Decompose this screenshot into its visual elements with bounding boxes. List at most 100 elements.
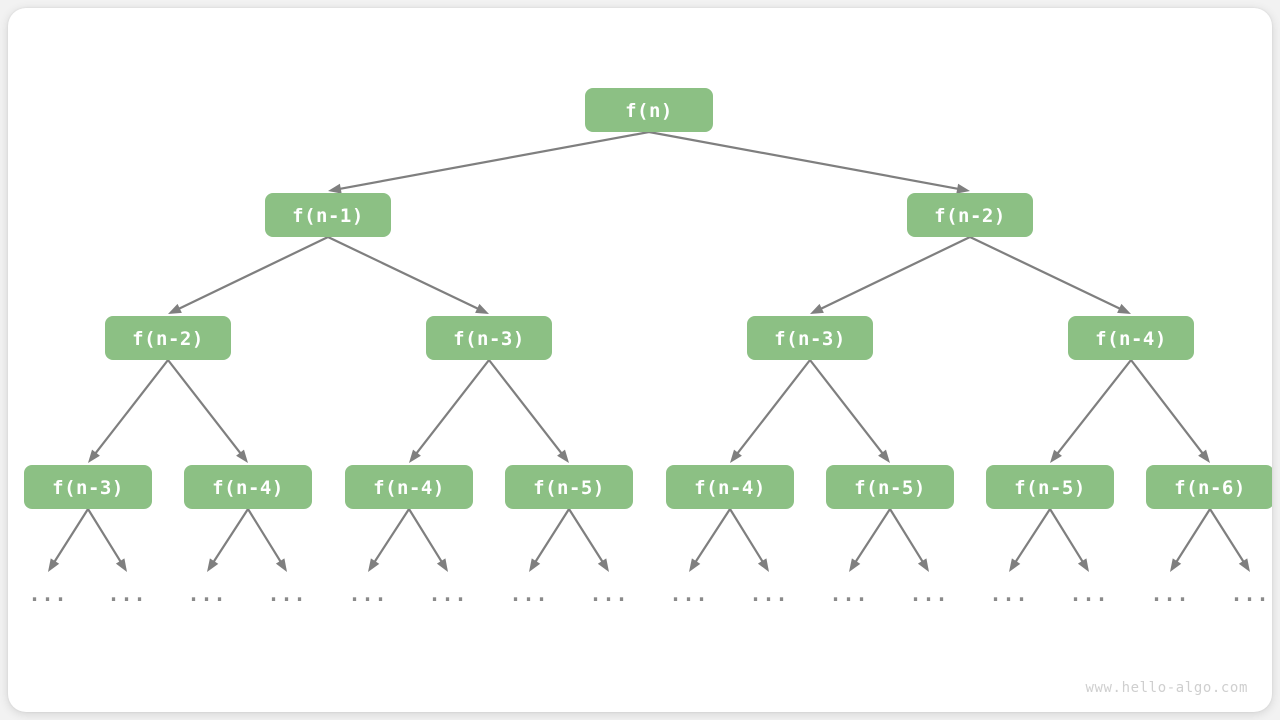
edge-n10-to-ellipsis6 — [529, 507, 571, 572]
ellipsis-label: ... — [669, 582, 708, 606]
tree-node[interactable]: f(n-3) — [426, 316, 552, 360]
tree-node-box[interactable] — [747, 316, 873, 360]
ellipsis-label: ... — [348, 582, 387, 606]
edge-line — [968, 235, 1121, 310]
edge-n3-to-n7 — [88, 358, 170, 463]
edge-line — [534, 507, 571, 563]
edge-line — [1175, 507, 1212, 563]
tree-node[interactable]: f(n-4) — [1068, 316, 1194, 360]
ellipsis-label: ... — [107, 582, 146, 606]
edge-n9-to-ellipsis5 — [407, 507, 448, 572]
arrow-head-icon — [878, 449, 890, 463]
arrow-head-icon — [956, 183, 970, 194]
tree-node-box[interactable] — [666, 465, 794, 509]
tree-node[interactable]: f(n-6) — [1146, 465, 1272, 509]
tree-node-label: f(n-3) — [774, 328, 846, 350]
tree-node-box[interactable] — [426, 316, 552, 360]
edges-layer — [48, 130, 1250, 572]
ellipsis-label: ... — [749, 582, 788, 606]
nodes-layer: f(n) f(n-1) f(n-2) f(n-2) f(n-3) f(n-3) f(n-4)… — [24, 88, 1272, 509]
edge-line — [1014, 507, 1052, 563]
tree-node[interactable]: f(n-3) — [747, 316, 873, 360]
edge-line — [53, 507, 90, 563]
tree-node[interactable]: f(n-5) — [826, 465, 954, 509]
tree-node-box[interactable] — [265, 193, 391, 237]
arrow-head-icon — [1198, 449, 1210, 463]
ellipsis-label: ... — [829, 582, 868, 606]
watermark: www.hello-algo.com — [1085, 680, 1248, 696]
edge-line — [647, 130, 959, 190]
edge-n6-to-n13 — [1050, 358, 1133, 463]
diagram-card: f(n) f(n-1) f(n-2) f(n-2) f(n-3) f(n-3) f(n-4)… — [8, 8, 1272, 712]
edge-n8-to-ellipsis2 — [207, 507, 250, 572]
arrow-head-icon — [275, 558, 287, 572]
edge-line — [407, 507, 443, 563]
tree-node-box[interactable] — [907, 193, 1033, 237]
edge-n5-to-n11 — [730, 358, 812, 463]
tree-node-label: f(n-4) — [373, 477, 445, 499]
edge-n14-to-ellipsis14 — [1170, 507, 1212, 572]
edge-line — [567, 507, 604, 563]
arrow-head-icon — [236, 449, 248, 463]
arrow-head-icon — [529, 558, 541, 572]
tree-node-box[interactable] — [345, 465, 473, 509]
tree-node-label: f(n-1) — [292, 205, 364, 227]
tree-node-box[interactable] — [24, 465, 152, 509]
ellipsis-label: ... — [1150, 582, 1189, 606]
tree-node-label: f(n-3) — [52, 477, 124, 499]
edge-line — [854, 507, 892, 563]
arrow-head-icon — [757, 558, 769, 572]
arrow-head-icon — [48, 558, 60, 572]
edge-n1-to-n3 — [168, 235, 330, 314]
tree-node[interactable]: f(n-2) — [907, 193, 1033, 237]
tree-node-box[interactable] — [1146, 465, 1272, 509]
tree-node[interactable]: f(n-5) — [505, 465, 633, 509]
edge-line — [326, 235, 479, 310]
edge-n7-to-ellipsis0 — [48, 507, 90, 572]
edge-line — [415, 358, 491, 454]
ellipsis-label: ... — [589, 582, 628, 606]
tree-node[interactable]: f(n-4) — [666, 465, 794, 509]
edge-line — [694, 507, 732, 563]
ellipsis-label: ... — [1230, 582, 1269, 606]
edge-n4-to-n10 — [487, 358, 569, 463]
arrow-head-icon — [115, 558, 127, 572]
tree-node-box[interactable] — [986, 465, 1114, 509]
tree-node-box[interactable] — [826, 465, 954, 509]
arrow-head-icon — [368, 558, 380, 572]
tree-node[interactable]: f(n) — [585, 88, 713, 132]
edge-line — [166, 358, 242, 454]
tree-node[interactable]: f(n-3) — [24, 465, 152, 509]
tree-node[interactable]: f(n-4) — [345, 465, 473, 509]
tree-node[interactable]: f(n-1) — [265, 193, 391, 237]
edge-n1-to-n4 — [326, 235, 489, 314]
edge-n5-to-n12 — [808, 358, 890, 463]
recursion-tree-svg: f(n) f(n-1) f(n-2) f(n-2) f(n-3) f(n-3) f(n-4)… — [24, 88, 1272, 606]
tree-node-box[interactable] — [585, 88, 713, 132]
tree-node[interactable]: f(n-2) — [105, 316, 231, 360]
tree-node[interactable]: f(n-5) — [986, 465, 1114, 509]
tree-node-box[interactable] — [105, 316, 231, 360]
arrow-head-icon — [597, 558, 609, 572]
tree-node-box[interactable] — [184, 465, 312, 509]
edge-n2-to-n6 — [968, 235, 1131, 314]
tree-node-box[interactable] — [505, 465, 633, 509]
edge-n8-to-ellipsis3 — [246, 507, 287, 572]
edge-n3-to-n8 — [166, 358, 248, 463]
edge-line — [808, 358, 884, 454]
ellipsis-layer: ........................................… — [28, 582, 1269, 606]
tree-node-label: f(n-4) — [212, 477, 284, 499]
tree-node-box[interactable] — [1068, 316, 1194, 360]
arrow-head-icon — [475, 303, 489, 314]
edge-line — [1208, 507, 1245, 563]
tree-node-label: f(n-5) — [1014, 477, 1086, 499]
edge-line — [888, 507, 924, 563]
arrow-head-icon — [730, 449, 742, 463]
edge-n4-to-n9 — [409, 358, 491, 463]
ellipsis-label: ... — [909, 582, 948, 606]
tree-node-label: f(n-4) — [1095, 328, 1167, 350]
edge-line — [86, 507, 122, 563]
ellipsis-label: ... — [267, 582, 306, 606]
tree-node[interactable]: f(n-4) — [184, 465, 312, 509]
tree-node-label: f(n-2) — [132, 328, 204, 350]
